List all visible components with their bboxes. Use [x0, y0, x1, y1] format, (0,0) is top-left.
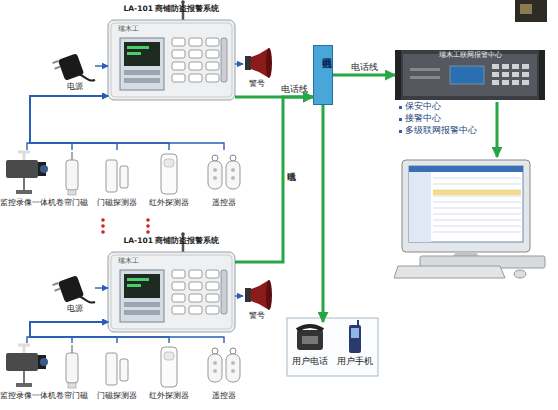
node-label: 监控录像一体机 [0, 199, 54, 208]
node-label: 遥控器 [203, 199, 245, 208]
camera: 监控录像一体机 [0, 150, 54, 210]
node-label: 用户手机 [336, 357, 374, 367]
phone-line [333, 74, 395, 77]
bullet-marks [399, 106, 402, 133]
signal-wire [30, 96, 117, 150]
edge-label: 电话线 [351, 62, 378, 72]
node-label: 卷帘门磁 [56, 392, 88, 401]
node-label: 门磁探测器 [96, 392, 138, 401]
continuation-dots [101, 218, 150, 234]
power-adapter: 电源 [55, 272, 95, 314]
camera-icon [6, 152, 48, 194]
node-sublabel: 瑞木工 [118, 25, 168, 33]
power-adapter: 电源 [55, 50, 95, 92]
signal-wire [30, 322, 108, 343]
alarm-panel: LA-101 商铺防盗报警系统瑞木工 [108, 252, 235, 332]
signal-wire [235, 63, 243, 64]
node-label: 电源 [55, 304, 95, 313]
remote-icon [208, 155, 240, 189]
power-adapter [52, 53, 95, 81]
signal-wire [30, 322, 224, 343]
shutter-sensor: 卷帘门磁 [56, 343, 88, 403]
bullet-item: 保安中心 [405, 101, 441, 111]
alarm-center: 瑞木工联网报警中心 [395, 50, 545, 100]
node-label: 用户电话 [292, 357, 328, 367]
signal-wire [235, 295, 243, 296]
door-sensor-icon [106, 353, 128, 385]
node-label: 瑞木工联网报警中心 [425, 52, 515, 59]
siren: 警号 [243, 46, 271, 90]
signal-wire [27, 322, 108, 343]
pir-sensor-icon [161, 154, 177, 194]
alarm-center-device [395, 50, 545, 100]
bullet-item: 接警中心 [405, 113, 441, 123]
signal-wire [30, 96, 224, 150]
pir-sensor: 红外探测器 [148, 343, 190, 403]
door-sensor: 门磁探测器 [96, 150, 138, 210]
remote-control: 遥控器 [203, 150, 245, 210]
node-label: LA-101 商铺防盗报警系统 [93, 5, 250, 14]
remote-control: 遥控器 [203, 343, 245, 403]
phone-line [235, 97, 313, 262]
node-label: 卷帘门磁 [56, 199, 88, 208]
node-label: LA-101 商铺防盗报警系统 [93, 237, 250, 246]
node-sublabel: 瑞木工 [118, 257, 168, 265]
data-arrow [496, 102, 499, 157]
node-label: 警号 [243, 79, 271, 88]
computer [394, 160, 545, 278]
node-label: 门磁探测器 [96, 199, 138, 208]
user-devices-box [287, 318, 378, 376]
power-adapter [52, 275, 95, 303]
phone-line [322, 105, 325, 322]
signal-wire [95, 287, 108, 288]
pir-sensor: 红外探测器 [148, 150, 190, 210]
corner-photo [515, 0, 547, 22]
node-label: 红外探测器 [148, 392, 190, 401]
node-label: 监控录像一体机 [0, 392, 54, 401]
node-label: 警号 [243, 311, 271, 320]
phone-network: 公共电话网 [313, 45, 333, 105]
alarm-panel: LA-101 商铺防盗报警系统瑞木工 [108, 20, 235, 100]
remote-icon [208, 348, 240, 382]
siren [245, 48, 272, 78]
camera-icon [6, 345, 48, 387]
signal-wire [30, 96, 108, 150]
signal-wire [95, 65, 108, 66]
bullet-item: 多级联网报警中心 [405, 125, 477, 135]
alarm-panel [108, 232, 235, 332]
edge-label: 电话线 [281, 84, 308, 94]
shutter-sensor-icon [66, 345, 78, 388]
alarm-panel [108, 0, 235, 100]
corner-photo [520, 4, 532, 14]
shutter-sensor: 卷帘门磁 [56, 150, 88, 210]
user-mobile: 用户手机 [336, 322, 374, 370]
node-label: 遥控器 [203, 392, 245, 401]
door-sensor-icon [106, 160, 128, 192]
signal-wire [30, 96, 169, 150]
signal-wire [30, 322, 117, 343]
node-label: 电源 [55, 82, 95, 91]
siren [245, 280, 272, 310]
phone-line [235, 96, 313, 99]
node-label: 红外探测器 [148, 199, 190, 208]
user-phone: 用户电话 [292, 322, 328, 370]
shutter-sensor-icon [66, 152, 78, 195]
pir-sensor-icon [161, 347, 177, 387]
signal-wire [27, 96, 108, 150]
signal-wire [30, 322, 169, 343]
siren: 警号 [243, 278, 271, 322]
camera: 监控录像一体机 [0, 343, 54, 403]
door-sensor: 门磁探测器 [96, 343, 138, 403]
